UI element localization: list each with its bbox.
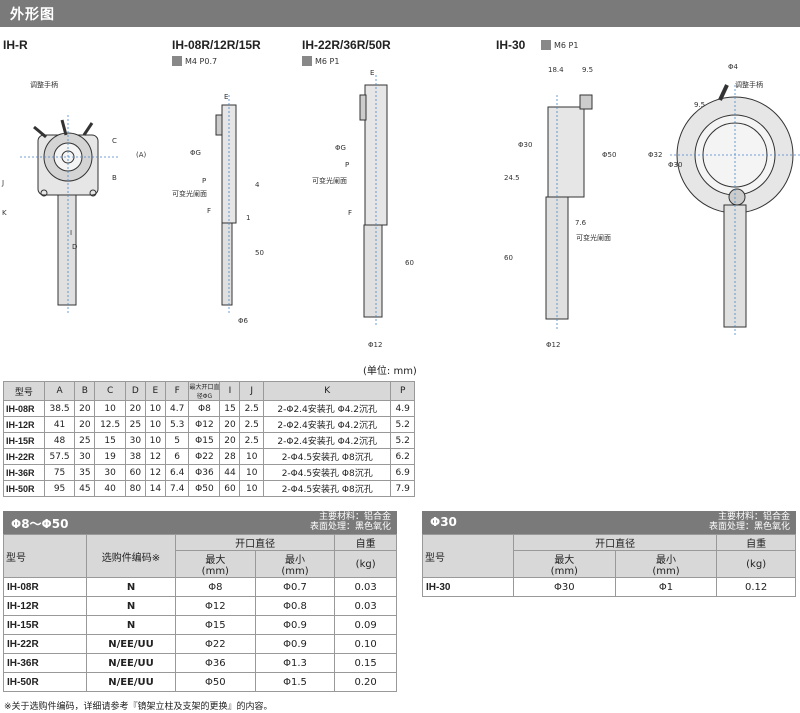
svg-text:E: E bbox=[224, 93, 228, 101]
svg-text:7.6: 7.6 bbox=[575, 219, 587, 227]
svg-text:Φ4: Φ4 bbox=[728, 63, 739, 71]
thread-icon bbox=[302, 56, 312, 66]
svg-text:调整手柄: 调整手柄 bbox=[735, 80, 763, 89]
svg-text:Φ32: Φ32 bbox=[648, 151, 662, 159]
svg-text:B: B bbox=[112, 174, 117, 182]
svg-text:60: 60 bbox=[504, 254, 513, 262]
svg-text:Φ12: Φ12 bbox=[546, 341, 560, 349]
svg-text:18.4: 18.4 bbox=[548, 66, 564, 74]
svg-text:ΦG: ΦG bbox=[190, 149, 201, 157]
svg-text:可变光阑面: 可变光阑面 bbox=[312, 176, 347, 185]
unit-label: (单位: mm) bbox=[363, 366, 417, 377]
model-label-ih-30: IH-30 bbox=[496, 38, 526, 52]
svg-text:50: 50 bbox=[255, 249, 264, 257]
svg-text:F: F bbox=[207, 207, 211, 215]
svg-text:Φ50: Φ50 bbox=[602, 151, 616, 159]
outline-drawings: 调整手柄 C (A) B J K I D E ΦG 4 可变光阑面 P F 1 … bbox=[1, 63, 800, 349]
thread-icon bbox=[541, 40, 551, 50]
material-info: 主要材料：铝合金表面处理：黑色氧化 bbox=[708, 512, 790, 532]
svg-text:调整手柄: 调整手柄 bbox=[30, 80, 58, 89]
model-label-ih-08r: IH-08R/12R/15R bbox=[172, 38, 261, 52]
svg-text:I: I bbox=[70, 229, 72, 237]
thread-icon bbox=[172, 56, 182, 66]
svg-text:9.5: 9.5 bbox=[582, 66, 593, 74]
svg-text:60: 60 bbox=[405, 259, 414, 267]
material-info: 主要材料：铝合金表面处理：黑色氧化 bbox=[309, 512, 391, 532]
svg-text:Φ6: Φ6 bbox=[238, 317, 249, 325]
svg-text:J: J bbox=[1, 179, 4, 187]
svg-text:Φ30: Φ30 bbox=[518, 141, 532, 149]
thread-spec: M6 P1 bbox=[302, 56, 339, 66]
model-label-ih-22r: IH-22R/36R/50R bbox=[302, 38, 391, 52]
svg-text:Φ12: Φ12 bbox=[368, 341, 382, 349]
svg-text:可变光阑面: 可变光阑面 bbox=[576, 233, 611, 242]
svg-text:可变光阑面: 可变光阑面 bbox=[172, 189, 207, 198]
footnote: ※关于选购件编码，详细请参考『镜架立柱及支架的更换』的内容。 bbox=[4, 702, 273, 712]
svg-text:E: E bbox=[370, 69, 374, 77]
spec-section-header: Φ30 主要材料：铝合金表面处理：黑色氧化 bbox=[422, 511, 796, 534]
svg-text:P: P bbox=[345, 161, 349, 169]
spec-section-title: Φ8～Φ50 bbox=[11, 517, 69, 531]
svg-text:C: C bbox=[112, 137, 117, 145]
svg-text:1: 1 bbox=[246, 214, 250, 222]
svg-text:D: D bbox=[72, 243, 77, 251]
spec-section-title: Φ30 bbox=[430, 515, 457, 529]
thread-spec: M6 P1 bbox=[541, 40, 578, 50]
spec-section-header: Φ8～Φ50 主要材料：铝合金表面处理：黑色氧化 bbox=[3, 511, 397, 534]
model-label-ih-r: IH-R bbox=[3, 38, 28, 52]
svg-text:Φ30: Φ30 bbox=[668, 161, 682, 169]
svg-text:P: P bbox=[202, 177, 206, 185]
svg-text:(A): (A) bbox=[136, 151, 147, 159]
section-header: 外形图 bbox=[0, 0, 800, 27]
svg-text:ΦG: ΦG bbox=[335, 144, 346, 152]
section-title: 外形图 bbox=[10, 7, 55, 23]
svg-text:4: 4 bbox=[255, 181, 260, 189]
svg-text:K: K bbox=[2, 209, 7, 217]
svg-text:9.5: 9.5 bbox=[694, 101, 705, 109]
thread-spec: M4 P0.7 bbox=[172, 56, 217, 66]
svg-text:F: F bbox=[348, 209, 352, 217]
svg-text:24.5: 24.5 bbox=[504, 174, 520, 182]
